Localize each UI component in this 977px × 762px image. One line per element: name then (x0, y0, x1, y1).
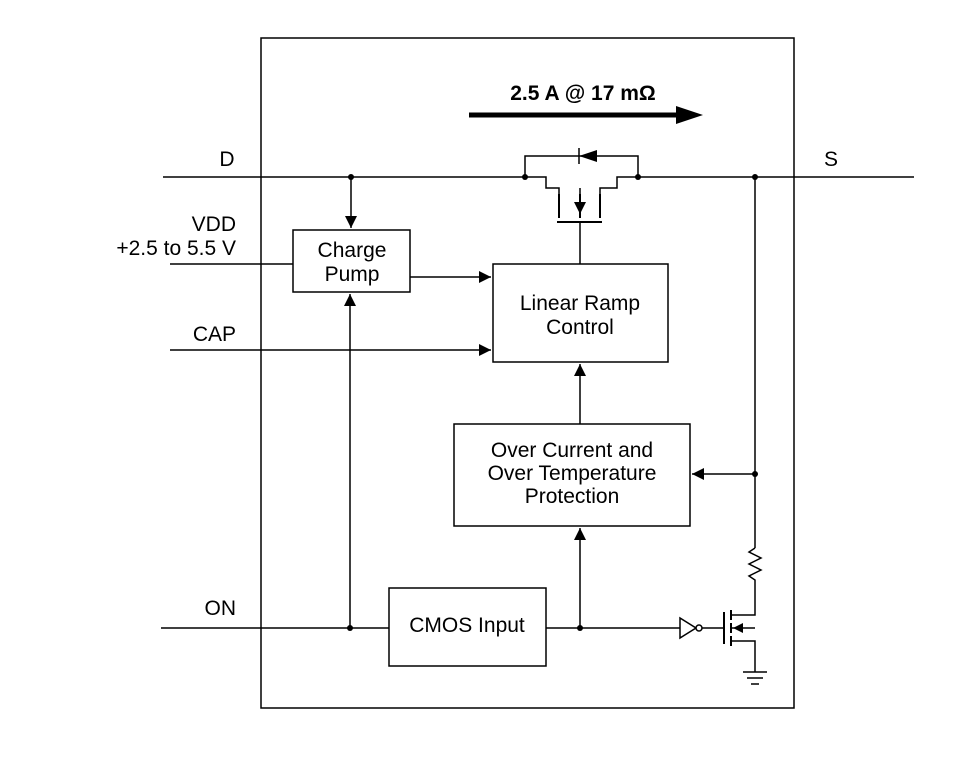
linear-ramp-label-line1: Linear Ramp (520, 292, 640, 315)
current-direction-arrow (469, 106, 703, 124)
cmos-input-label: CMOS Input (409, 614, 525, 637)
resistor-symbol (747, 547, 763, 603)
power-mosfet-symbol (524, 148, 639, 264)
pin-s-label: S (824, 148, 838, 171)
cmos-input-block (388, 587, 547, 667)
pin-cap-label: CAP (193, 323, 236, 346)
pin-d-label: D (219, 148, 234, 171)
junction-dot (752, 471, 758, 477)
junction-dot (347, 625, 353, 631)
pin-vdd-label: VDD (192, 213, 236, 236)
inverter-symbol (679, 616, 724, 640)
pin-on-label: ON (205, 597, 237, 620)
charge-pump-label-line2: Pump (325, 263, 380, 286)
signal-wires (161, 177, 756, 629)
charge-pump-label-line1: Charge (318, 239, 387, 262)
current-label: 2.5 A @ 17 mΩ (510, 82, 655, 105)
chip-outline (260, 37, 795, 709)
discharge-mosfet-symbol (723, 603, 756, 672)
protection-label-line2: Over Temperature (488, 462, 657, 485)
charge-pump-block (292, 229, 411, 293)
protection-label-line3: Protection (525, 485, 620, 508)
pin-vdd-range-label: +2.5 to 5.5 V (116, 237, 236, 260)
linear-ramp-control-block (492, 263, 669, 363)
linear-ramp-label-line2: Control (546, 316, 614, 339)
ground-icon (743, 671, 767, 685)
junction-dot (577, 625, 583, 631)
protection-block (453, 423, 691, 527)
protection-label-line1: Over Current and (491, 439, 653, 462)
